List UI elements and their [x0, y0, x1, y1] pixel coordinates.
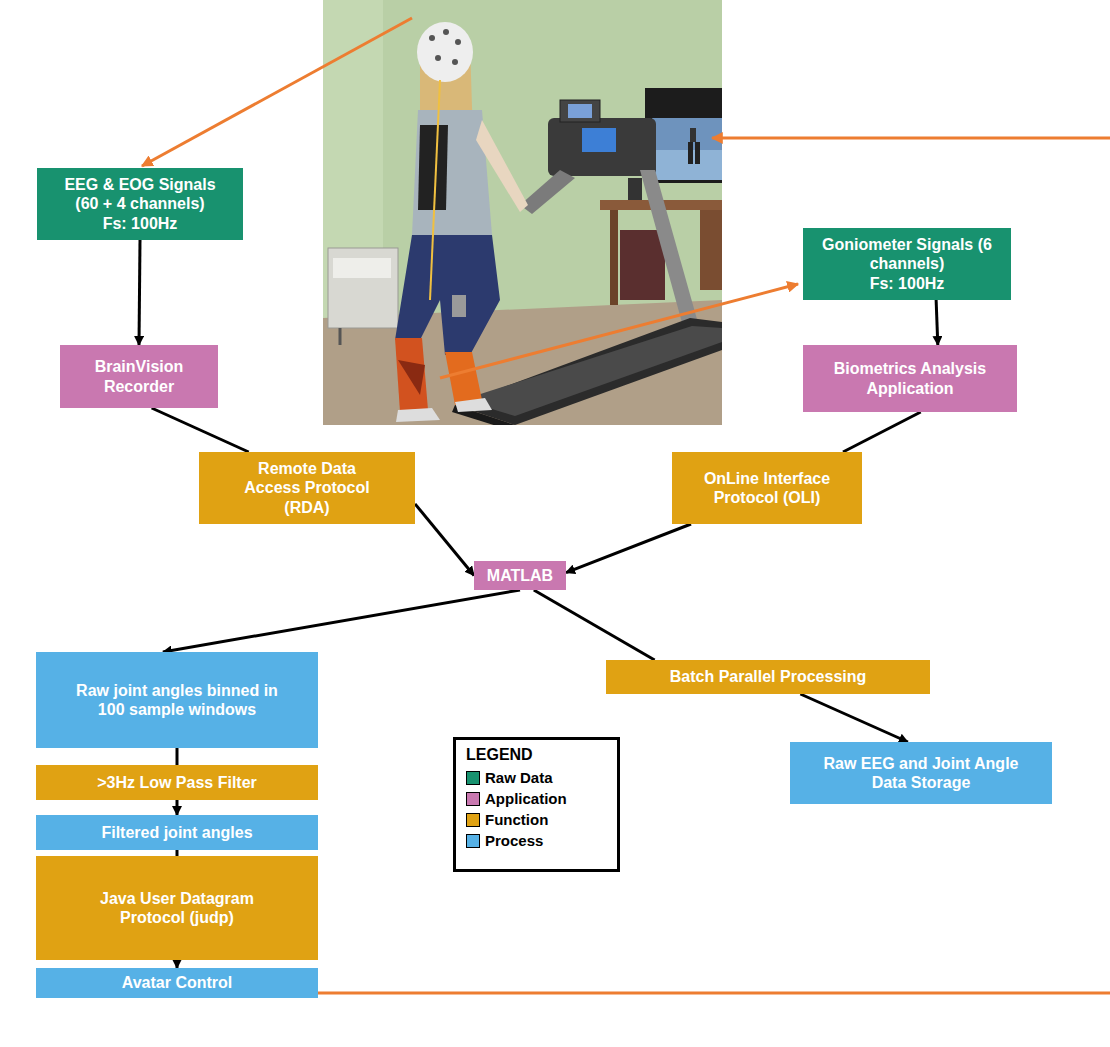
function-box: Batch Parallel Processing: [606, 660, 930, 694]
leader-line: [318, 991, 1110, 994]
legend-swatch: [466, 834, 480, 848]
connector: [176, 748, 179, 765]
box-text: Raw EEG and Joint Angle Data Storage: [809, 754, 1034, 792]
legend-text: Process: [485, 830, 543, 851]
leader-line: [440, 284, 798, 378]
legend-text: Raw Data: [485, 767, 553, 788]
leader-line: [712, 137, 1110, 140]
connector: [843, 412, 921, 452]
box-text: Fs: 100Hz: [870, 274, 945, 293]
box-text: Biometrics Analysis Application: [815, 359, 1005, 397]
box-text: >3Hz Low Pass Filter: [97, 773, 257, 792]
connector: [800, 694, 908, 742]
box-text: EEG & EOG Signals (60 + 4 channels): [54, 175, 226, 213]
connector: [176, 960, 179, 968]
process-box: Raw joint angles binned in 100 sample wi…: [36, 652, 318, 748]
legend-text: Application: [485, 788, 567, 809]
box-text: Avatar Control: [122, 973, 233, 992]
legend-row: Process: [466, 830, 607, 851]
connector: [152, 408, 249, 452]
legend-row: Application: [466, 788, 607, 809]
legend-row: Function: [466, 809, 607, 830]
connector: [163, 590, 520, 652]
box-text: Raw joint angles binned in 100 sample wi…: [75, 681, 280, 719]
raw-data-box: Goniometer Signals (6 channels)Fs: 100Hz: [803, 228, 1011, 300]
connector: [936, 300, 938, 345]
legend-swatch: [466, 771, 480, 785]
box-text: Filtered joint angles: [101, 823, 252, 842]
legend-box: LEGEND Raw DataApplicationFunctionProcess: [453, 737, 620, 872]
box-text: BrainVision Recorder: [74, 357, 204, 395]
box-text: Java User Datagram Protocol (judp): [77, 889, 277, 927]
walking-subject: [395, 22, 528, 422]
process-box: Filtered joint angles: [36, 815, 318, 850]
application-box: BrainVision Recorder: [60, 345, 218, 408]
function-box: Java User Datagram Protocol (judp): [36, 856, 318, 960]
legend-title: LEGEND: [466, 746, 607, 764]
box-text: Batch Parallel Processing: [670, 667, 867, 686]
process-box: Avatar Control: [36, 968, 318, 998]
lab-photo: [323, 0, 722, 425]
process-box: Raw EEG and Joint Angle Data Storage: [790, 742, 1052, 804]
connector: [534, 590, 655, 660]
raw-data-box: EEG & EOG Signals (60 + 4 channels)Fs: 1…: [37, 168, 243, 240]
box-text: MATLAB: [487, 566, 553, 585]
connector: [566, 524, 691, 573]
legend-text: Function: [485, 809, 548, 830]
legend-row: Raw Data: [466, 767, 607, 788]
function-box: >3Hz Low Pass Filter: [36, 765, 318, 800]
box-text: Fs: 100Hz: [103, 214, 178, 233]
application-box: Biometrics Analysis Application: [803, 345, 1017, 412]
connector: [176, 800, 179, 815]
box-text: Remote Data Access Protocol (RDA): [232, 459, 382, 517]
box-text: OnLine Interface Protocol (OLI): [682, 469, 852, 507]
application-box: MATLAB: [474, 561, 566, 590]
connector: [415, 504, 474, 576]
function-box: OnLine Interface Protocol (OLI): [672, 452, 862, 524]
connector: [139, 240, 140, 345]
box-text: Goniometer Signals (6 channels): [816, 235, 998, 273]
function-box: Remote Data Access Protocol (RDA): [199, 452, 415, 524]
legend-swatch: [466, 792, 480, 806]
leader-line: [142, 18, 412, 166]
legend-swatch: [466, 813, 480, 827]
